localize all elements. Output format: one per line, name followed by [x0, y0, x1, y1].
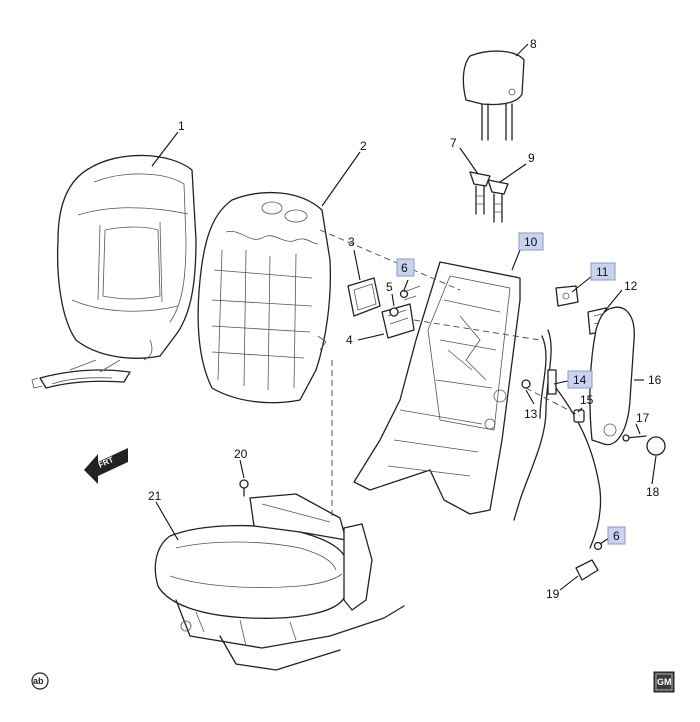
alignment-line	[319, 229, 461, 291]
callout-3: 3	[348, 235, 355, 249]
gm-logo: GM	[653, 671, 675, 693]
svg-text:21: 21	[148, 489, 162, 503]
svg-text:19: 19	[546, 587, 560, 601]
switch-bracket-11	[555, 285, 579, 307]
callout-14: 14	[567, 370, 593, 389]
callout-15: 15	[580, 393, 594, 407]
recliner-bezel	[347, 277, 381, 317]
callout-13: 13	[524, 407, 538, 421]
callout-4: 4	[346, 333, 353, 347]
lumbar-actuator	[381, 303, 415, 339]
svg-text:5: 5	[386, 280, 393, 294]
callout-2: 2	[360, 139, 367, 153]
callout-21: 21	[148, 489, 162, 503]
seat-back-cover	[31, 154, 197, 389]
alignment-line	[413, 319, 541, 341]
svg-text:GM: GM	[657, 677, 672, 687]
svg-text:9: 9	[528, 151, 535, 165]
callout-12: 12	[624, 279, 638, 293]
callout-18: 18	[646, 485, 660, 499]
svg-text:13: 13	[524, 407, 538, 421]
callout-7: 7	[450, 136, 457, 150]
clip-13	[521, 379, 531, 389]
svg-text:7: 7	[450, 136, 457, 150]
callout-10: 10	[518, 232, 544, 251]
seat-back-frame	[353, 261, 521, 515]
nut-fastener	[389, 307, 399, 317]
callout-1: 1	[178, 119, 185, 133]
svg-text:20: 20	[234, 447, 248, 461]
connector-19	[575, 559, 599, 581]
cap-18	[646, 436, 666, 456]
headrest-guide-left	[469, 171, 491, 215]
callout-6-upper: 6	[396, 258, 415, 277]
callout-8: 8	[530, 37, 537, 51]
svg-text:10: 10	[524, 235, 538, 249]
headrest-guide-right	[487, 179, 509, 223]
svg-text:11: 11	[596, 265, 609, 279]
svg-text:15: 15	[580, 393, 594, 407]
svg-text:6: 6	[613, 529, 620, 543]
callout-17: 17	[636, 411, 650, 425]
side-shield-16	[589, 306, 635, 446]
svg-text:ab: ab	[33, 676, 44, 686]
callout-6-lower: 6	[607, 526, 626, 545]
svg-text:4: 4	[346, 333, 353, 347]
svg-text:8: 8	[530, 37, 537, 51]
callout-9: 9	[528, 151, 535, 165]
front-direction-arrow: FRT	[84, 448, 128, 484]
svg-text:6: 6	[401, 261, 408, 275]
svg-text:12: 12	[624, 279, 638, 293]
leader-lines	[151, 43, 657, 591]
svg-text:14: 14	[573, 373, 587, 387]
callout-16: 16	[648, 373, 662, 387]
seat-cushion-assembly	[154, 493, 405, 671]
alignment-line	[525, 387, 581, 417]
bushing-15	[573, 409, 585, 423]
headrest	[462, 50, 525, 141]
small-bolt-6b	[593, 541, 603, 551]
callout-20: 20	[234, 447, 248, 461]
svg-text:1: 1	[178, 119, 185, 133]
bolt-20	[239, 479, 249, 497]
svg-text:2: 2	[360, 139, 367, 153]
svg-text:3: 3	[348, 235, 355, 249]
seat-back-pad	[197, 192, 332, 404]
svg-text:16: 16	[648, 373, 662, 387]
harness-14	[513, 329, 602, 549]
screw-17	[622, 434, 647, 442]
view-badge: ab	[31, 672, 49, 690]
callout-5: 5	[386, 280, 393, 294]
callout-11: 11	[590, 262, 616, 281]
small-bolt-6a	[399, 289, 409, 299]
svg-text:18: 18	[646, 485, 660, 499]
callout-19: 19	[546, 587, 560, 601]
svg-text:17: 17	[636, 411, 650, 425]
